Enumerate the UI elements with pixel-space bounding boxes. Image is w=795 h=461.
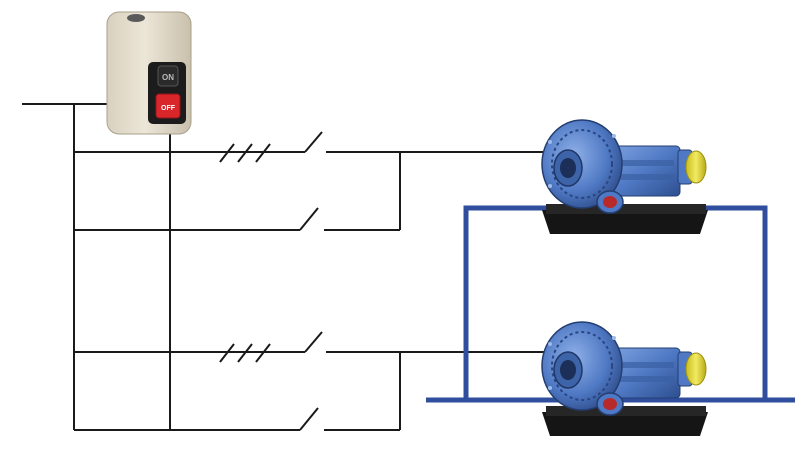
branch1b-contact-blade bbox=[299, 207, 319, 231]
on-button-label: ON bbox=[162, 73, 174, 82]
wiring bbox=[22, 103, 548, 431]
branch2b-contact-blade bbox=[299, 407, 319, 431]
on-button[interactable]: ON bbox=[157, 65, 179, 87]
bypass-pipe bbox=[463, 205, 548, 398]
switch-box-icon[interactable]: ON OFF bbox=[106, 11, 192, 135]
branch2-contact-blade bbox=[304, 331, 323, 353]
centrifugal-pump-icon bbox=[541, 321, 709, 437]
branch1-contact-blade bbox=[304, 131, 323, 153]
contact-symbol-icon bbox=[219, 343, 271, 363]
off-button-label: OFF bbox=[161, 105, 176, 112]
return-pipe bbox=[688, 205, 768, 398]
contact-symbol-icon bbox=[219, 143, 271, 163]
pump-2 bbox=[541, 321, 709, 437]
pump-1 bbox=[541, 119, 709, 235]
centrifugal-pump-icon bbox=[541, 119, 709, 235]
off-button[interactable]: OFF bbox=[155, 93, 181, 119]
